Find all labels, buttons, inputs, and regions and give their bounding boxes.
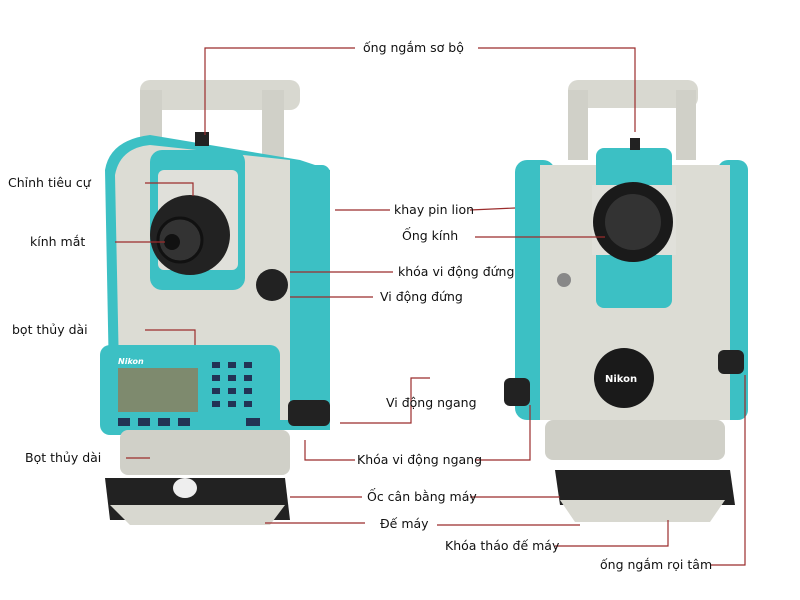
label-sighting-scope: ống ngắm sơ bộ xyxy=(363,40,464,55)
leader-horizontal-tangent xyxy=(340,377,430,424)
label-plate-level-lower: Bọt thủy dài xyxy=(25,450,102,465)
label-horizontal-clamp: Khóa vi động ngang xyxy=(357,452,483,467)
leader-plummet xyxy=(710,375,746,566)
label-plate-level-upper: bọt thủy dài xyxy=(12,322,88,337)
label-horizontal-tangent: Vi động ngang xyxy=(386,395,477,410)
battery-tray-shape xyxy=(292,165,330,305)
handle-top-2 xyxy=(568,80,698,108)
brand-logo-2: Nikon xyxy=(605,374,637,385)
objective-glass xyxy=(605,194,661,250)
leader-horizontal-clamp-left xyxy=(304,440,355,461)
eyepiece-lens xyxy=(164,234,180,250)
label-leveling-screw: Ốc cân bằng máy xyxy=(367,489,477,504)
lens-cap xyxy=(594,348,654,408)
label-eyepiece: kính mắt xyxy=(30,234,86,249)
sight-shape xyxy=(195,132,209,146)
label-vertical-tangent: Vi động đứng xyxy=(380,289,463,304)
label-objective-lens: Ống kính xyxy=(402,228,459,243)
label-focus-adjust: Chỉnh tiêu cự xyxy=(8,175,91,190)
horizontal-knob xyxy=(288,400,330,426)
leader-sighting-scope-right xyxy=(478,47,636,132)
keypad-keys xyxy=(118,362,260,426)
handle-right xyxy=(262,90,284,170)
handle-top xyxy=(140,80,300,110)
leader-horizontal-clamp-right xyxy=(476,405,531,461)
label-tribrach-lock: Khóa tháo đế máy xyxy=(445,538,560,553)
alidade-base-2 xyxy=(545,420,725,460)
base-plate xyxy=(110,505,285,525)
tribrach-lock-knob xyxy=(173,478,197,498)
alidade-base xyxy=(120,430,290,475)
label-vertical-clamp: khóa vi động đứng xyxy=(398,264,515,279)
sight-shape-2 xyxy=(630,138,640,150)
vertical-knob-2 xyxy=(718,350,744,374)
base-plate-2 xyxy=(560,500,725,522)
handle-left-2 xyxy=(568,90,588,160)
leader-lines xyxy=(115,47,746,566)
lcd-screen xyxy=(118,368,198,412)
horizontal-knob-2 xyxy=(504,378,530,406)
label-battery-tray: khay pin lion xyxy=(394,202,475,217)
instrument-front-view: Nikon xyxy=(504,80,748,522)
eyepiece-shape xyxy=(156,216,204,264)
screw xyxy=(557,273,571,287)
leader-focus xyxy=(145,182,194,196)
leader-sighting-scope-left xyxy=(204,47,355,135)
leader-battery-right xyxy=(469,207,516,211)
leader-plate-level-upper xyxy=(145,329,196,345)
handle-right-2 xyxy=(676,90,696,160)
label-optical-plummet: ống ngắm rọi tâm xyxy=(600,557,713,572)
vertical-knob xyxy=(256,269,288,301)
instrument-rear-view: Nikon xyxy=(100,80,330,525)
brand-logo: Nikon xyxy=(118,357,144,366)
leader-tribrach-lock xyxy=(555,520,669,547)
tribrach-shape-2 xyxy=(555,470,735,505)
label-tribrach: Đế máy xyxy=(380,516,429,531)
